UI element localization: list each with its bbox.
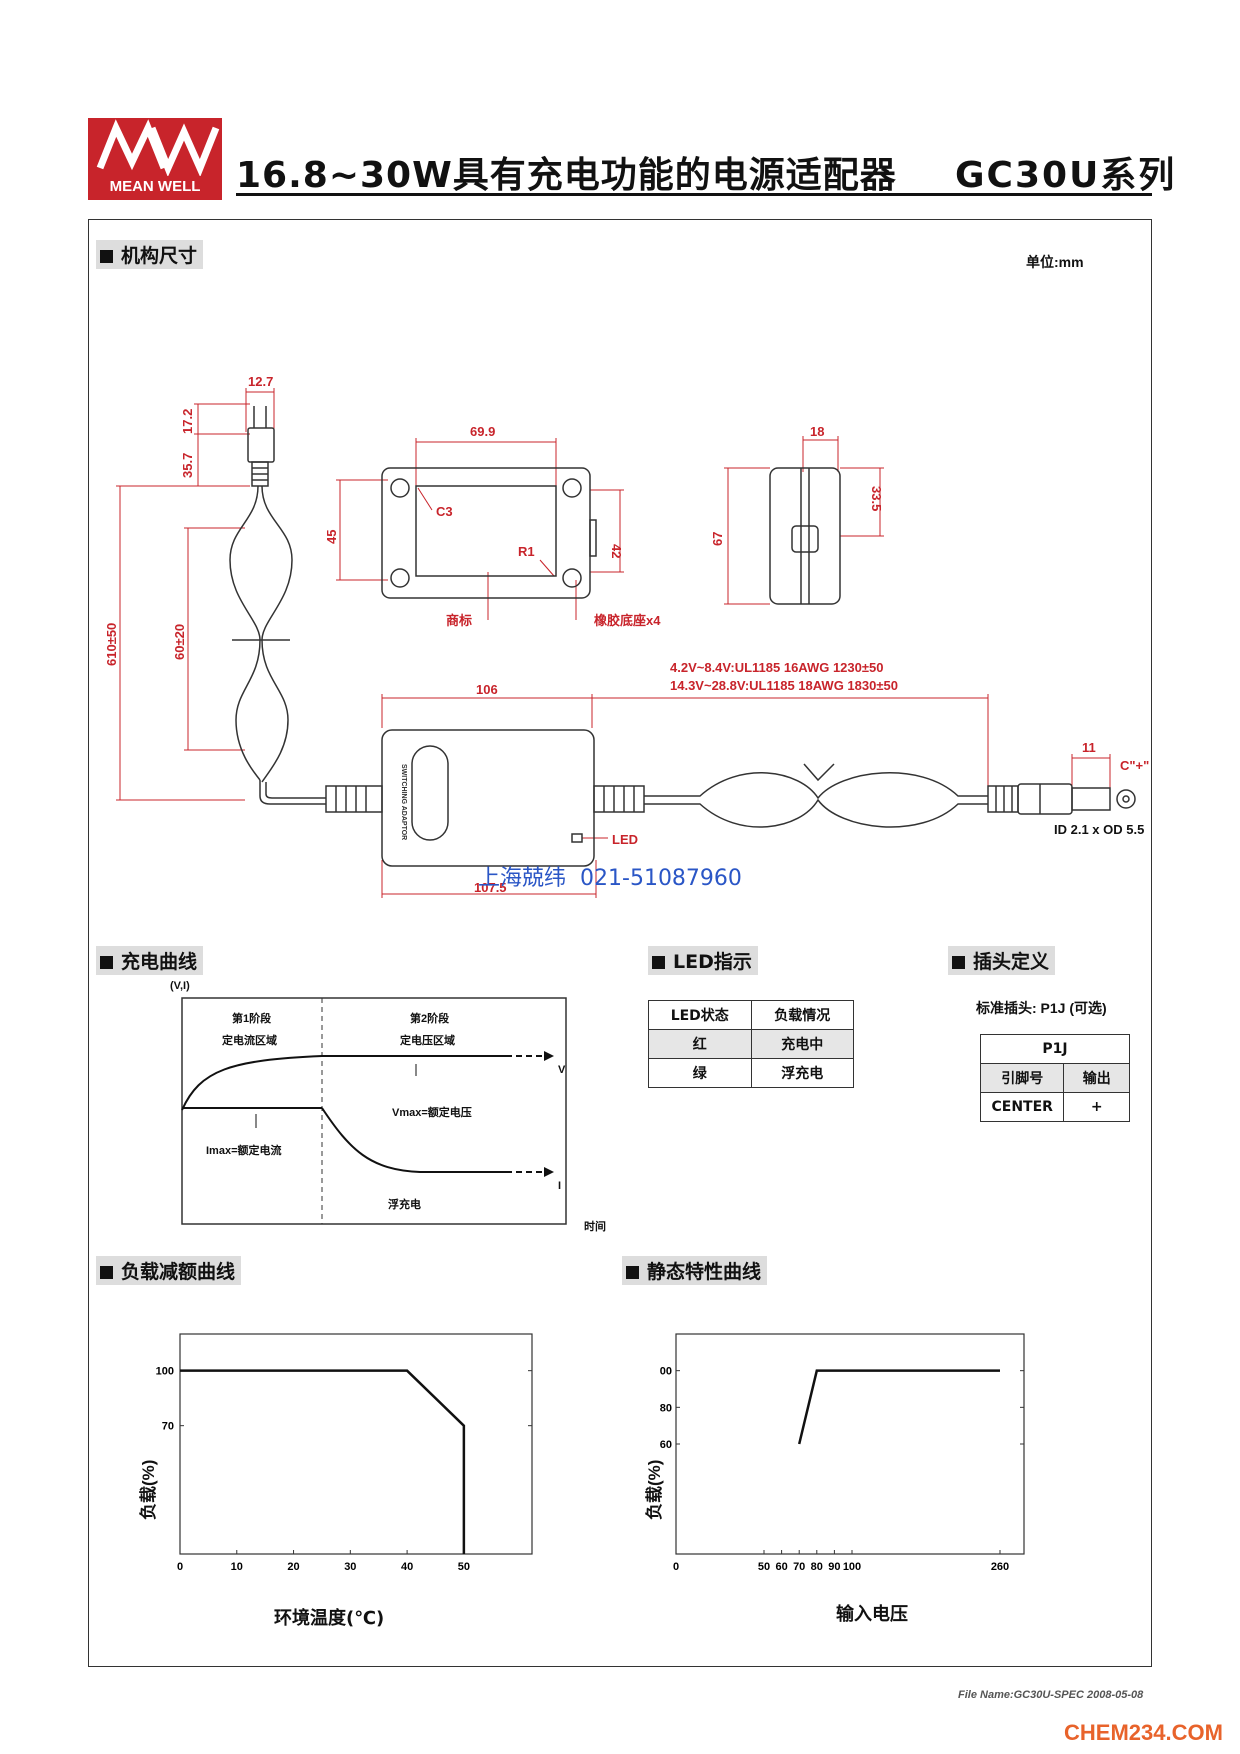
dim-plug-width: 12.7 [248, 374, 274, 389]
dim-cord-total: 610±50 [104, 622, 119, 666]
cable-spec-1: 4.2V~8.4V:UL1185 16AWG 1230±50 [670, 660, 884, 675]
dim-side-height: 67 [710, 531, 725, 546]
led-cell: 绿 [648, 1058, 752, 1088]
dim-plug-h1: 17.2 [180, 408, 195, 434]
section-led: LED指示 [648, 946, 758, 975]
plot-frame [179, 1333, 533, 1555]
led-cell: 充电中 [750, 1029, 854, 1059]
footer-site: CHEM234.COM [1064, 1720, 1223, 1745]
led-header-load: 负载情况 [750, 1000, 854, 1030]
x-tick-label: 0 [673, 1561, 679, 1573]
dim-side-inner: 33.5 [869, 486, 884, 512]
dim-chamfer: C3 [436, 504, 453, 519]
watermark: 上海兢纬 021-51087960 [478, 860, 742, 892]
x-tick-label: 70 [793, 1561, 805, 1573]
logo-brand-text: MEAN WELL [109, 178, 201, 195]
dim-side-width: 18 [810, 424, 825, 439]
dim-cord-loop: 60±20 [172, 623, 187, 660]
led-callout: LED [612, 832, 638, 847]
static-x-label: 输入电压 [836, 1604, 908, 1625]
vmax-label: Vmax=额定电压 [392, 1107, 472, 1119]
section-static: 静态特性曲线 [622, 1256, 768, 1285]
derating-x-label: 环境温度(℃) [274, 1608, 385, 1629]
x-tick-label: 100 [843, 1561, 861, 1573]
plug-dimension: ID 2.1 x OD 5.5 [1054, 822, 1145, 837]
y-tick-label: 70 [162, 1421, 174, 1433]
static-y-label: 负载(%) [645, 1459, 664, 1520]
derating-line [180, 1369, 466, 1554]
x-tick-label: 80 [811, 1561, 823, 1573]
plot-frame [675, 1333, 1025, 1555]
unit-label: 单位:mm [1026, 254, 1084, 270]
watermark-company: 上海兢纬 [478, 866, 567, 891]
y-tick-label: 80 [660, 1402, 672, 1414]
plug-table-title: P1J [980, 1034, 1130, 1064]
y-tick-label: 100 [156, 1366, 174, 1378]
led-header-state: LED状态 [648, 1000, 752, 1030]
footer-file: File Name:GC30U-SPEC 2008-05-08 [958, 1689, 1144, 1701]
dim-label-width: 69.9 [470, 424, 496, 439]
led-cell: 浮充电 [750, 1058, 854, 1088]
stage2-title: 第2阶段 [410, 1013, 450, 1025]
x-tick-label: 10 [231, 1561, 243, 1573]
led-table: LED状态 负载情况 红 充电中 绿 浮充电 [648, 1000, 854, 1088]
dim-radius: R1 [518, 544, 535, 559]
content-frame [88, 219, 1152, 1667]
x-tick-label: 20 [287, 1561, 299, 1573]
watermark-phone: 021-51087960 [580, 866, 742, 891]
x-tick-label: 90 [828, 1561, 840, 1573]
x-tick-label: 0 [177, 1561, 183, 1573]
mw-logo-mark [96, 119, 220, 177]
plug-standard: 标准插头: P1J (可选) [976, 1000, 1107, 1016]
mean-well-logo: MEAN WELL [88, 118, 222, 200]
v-label: V [558, 1064, 566, 1076]
rubber-feet-note: 橡胶底座x4 [594, 613, 661, 628]
dim-body-height: 45 [324, 529, 339, 544]
charge-curve-chart [181, 997, 567, 1225]
plug-header-output: 输出 [1063, 1063, 1130, 1093]
charge-x-unit: 时间 [584, 1221, 606, 1233]
i-label: I [558, 1180, 562, 1192]
float-label: 浮充电 [388, 1199, 421, 1211]
imax-label: Imax=额定电流 [206, 1145, 282, 1157]
stage1-title: 第1阶段 [232, 1013, 272, 1025]
x-tick-label: 30 [344, 1561, 356, 1573]
dim-label-height: 42 [609, 544, 624, 559]
x-tick-label: 260 [991, 1561, 1009, 1573]
section-plug: 插头定义 [948, 946, 1056, 975]
center-plus: C"+" [1120, 758, 1150, 773]
section-charge-curve: 充电曲线 [96, 946, 204, 975]
x-tick-label: 50 [458, 1561, 470, 1573]
plug-header-pin: 引脚号 [979, 1063, 1065, 1093]
plug-cell: + [1063, 1092, 1130, 1122]
dim-plug-len: 11 [1082, 740, 1096, 755]
section-mechanical: 机构尺寸 [96, 240, 204, 269]
x-tick-label: 60 [775, 1561, 787, 1573]
charge-y-unit: (V,I) [170, 980, 190, 992]
header-rule [236, 193, 1152, 196]
adapter-label: SWITCHING ADAPTOR [400, 764, 407, 840]
x-tick-label: 50 [758, 1561, 770, 1573]
page-title: 16.8~30W具有充电功能的电源适配器 [236, 155, 897, 196]
derating-y-label: 负载(%) [139, 1459, 158, 1520]
plug-table: P1J 引脚号 输出 CENTER + [979, 1034, 1130, 1122]
series-name: GC30U系列 [955, 155, 1177, 196]
plug-cell: CENTER [979, 1092, 1065, 1122]
static-line [797, 1369, 1000, 1445]
stage1-sub: 定电流区域 [222, 1035, 277, 1047]
y-tick-label: 100 [660, 1366, 672, 1378]
cable-spec-2: 14.3V~28.8V:UL1185 18AWG 1830±50 [670, 678, 898, 693]
dim-body-length: 106 [476, 682, 498, 697]
dim-plug-h2: 35.7 [180, 452, 195, 478]
section-derating: 负载减额曲线 [96, 1256, 242, 1285]
x-tick-label: 40 [401, 1561, 413, 1573]
derating-chart: 0 10 20 30 40 50 70 100 [156, 1333, 533, 1573]
dim-body-length-bottom: 107.5 [474, 880, 507, 895]
y-tick-label: 60 [660, 1439, 672, 1451]
static-chart: 050607080901002606080100 [660, 1333, 1025, 1573]
led-cell: 红 [648, 1029, 752, 1059]
label-note: 商标 [446, 613, 473, 628]
stage2-sub: 定电压区域 [400, 1035, 455, 1047]
